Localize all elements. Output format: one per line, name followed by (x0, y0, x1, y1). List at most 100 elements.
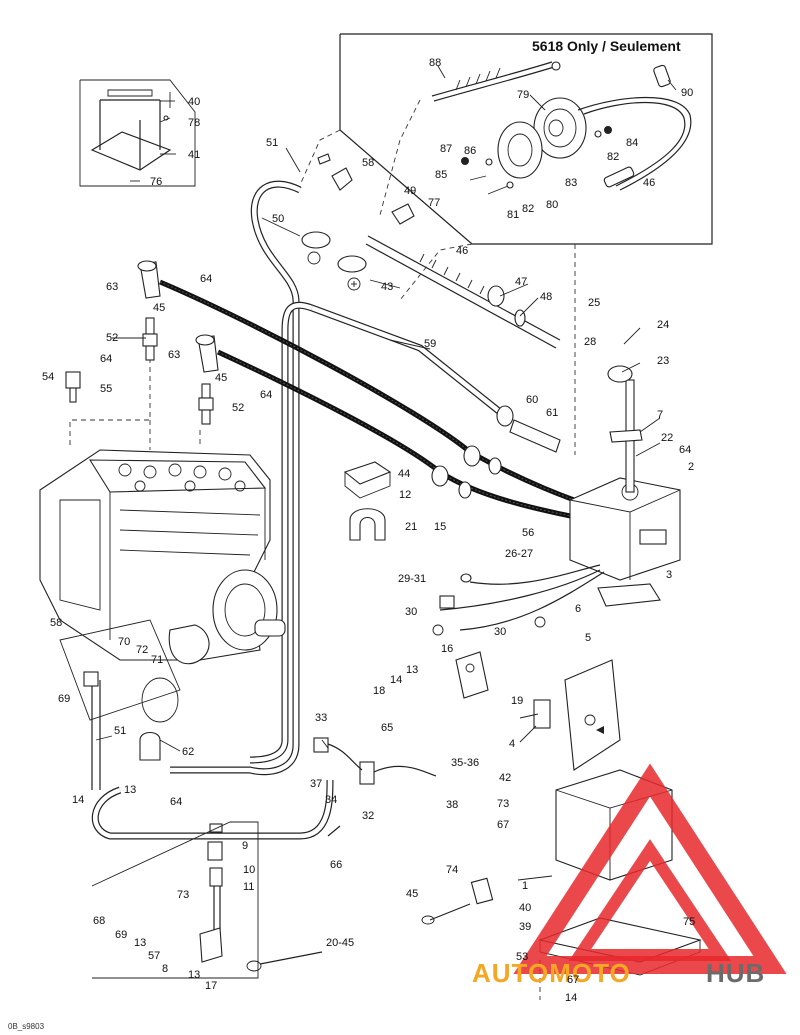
callout-82-upper: 82 (607, 151, 619, 163)
leader-inset-1 (299, 129, 341, 186)
callout-3: 3 (666, 569, 672, 581)
callout-79: 79 (517, 89, 529, 101)
callout-71: 71 (151, 654, 163, 666)
callout-30-a: 30 (405, 606, 417, 618)
callout-26-27: 26-27 (505, 548, 533, 560)
callout-62: 62 (182, 746, 194, 758)
callout-46-inset: 46 (643, 177, 655, 189)
callout-80: 80 (546, 199, 558, 211)
leader-inset-2 (399, 243, 473, 301)
callout-20-45: 20-45 (326, 937, 354, 949)
fittings-58-49 (317, 153, 415, 225)
callout-13-d: 13 (188, 969, 200, 981)
callout-39: 39 (519, 921, 531, 933)
callout-88: 88 (429, 57, 441, 69)
spark-plug-boot-lower (195, 334, 219, 373)
callout-42: 42 (499, 772, 511, 784)
callout-85: 85 (435, 169, 447, 181)
callout-52-lower: 52 (232, 402, 244, 414)
callout-84: 84 (626, 137, 638, 149)
spark-plug-upper (142, 317, 158, 361)
callout-2: 2 (688, 461, 694, 473)
callout-65: 65 (381, 722, 393, 734)
callout-14-c: 14 (565, 992, 577, 1004)
callout-57: 57 (148, 950, 160, 962)
callout-63-upper: 63 (106, 281, 118, 293)
callout-58-top: 58 (362, 157, 374, 169)
drive-shaft-46 (365, 235, 561, 349)
callout-43: 43 (381, 281, 393, 293)
callout-22: 22 (661, 432, 673, 444)
callout-8: 8 (162, 963, 168, 975)
callout-25: 25 (588, 297, 600, 309)
leader-plug-upper (69, 360, 151, 445)
callout-40-top: 40 (188, 96, 200, 108)
callout-82-lower: 82 (522, 203, 534, 215)
callout-44: 44 (398, 468, 410, 480)
callout-leaders (95, 65, 677, 881)
callout-90: 90 (681, 87, 693, 99)
callout-11: 11 (243, 881, 254, 893)
callout-67-a: 67 (497, 819, 509, 831)
callout-50: 50 (272, 213, 284, 225)
watermark-logo (513, 763, 787, 974)
callout-6: 6 (575, 603, 581, 615)
callout-32: 32 (362, 810, 374, 822)
connector-37-32 (313, 737, 437, 785)
callout-86: 86 (464, 145, 476, 157)
callout-60: 60 (526, 394, 538, 406)
callout-13-a: 13 (406, 664, 418, 676)
battery-holddown-5 (564, 659, 621, 771)
callout-81: 81 (507, 209, 519, 221)
shim-6 (597, 583, 661, 607)
voltage-regulator-16 (455, 651, 489, 699)
callout-74: 74 (446, 864, 458, 876)
callout-58-lower: 58 (50, 617, 62, 629)
drive-assembly-79 (497, 97, 587, 179)
callout-61: 61 (546, 407, 558, 419)
callout-47: 47 (515, 276, 527, 288)
cable-90-46 (577, 96, 692, 191)
callout-64-e: 64 (170, 796, 182, 808)
clamp-43 (337, 255, 367, 291)
fuse-box-frame (91, 821, 259, 979)
fuse-holder-9-11 (199, 823, 223, 963)
clamp-50 (301, 231, 331, 265)
callout-45-upper: 45 (153, 302, 165, 314)
callout-56: 56 (522, 527, 534, 539)
callout-59: 59 (424, 338, 436, 350)
exhaust-outlines (59, 619, 181, 790)
callout-77: 77 (428, 197, 440, 209)
callout-35-36: 35-36 (451, 757, 479, 769)
callout-72: 72 (136, 644, 148, 656)
callout-87: 87 (440, 143, 452, 155)
inset-hardware (461, 126, 612, 195)
callout-66: 66 (330, 859, 342, 871)
callout-73-a: 73 (497, 798, 509, 810)
callout-12: 12 (399, 489, 411, 501)
callout-52-upper: 52 (106, 332, 118, 344)
callout-64-b: 64 (100, 353, 112, 365)
callout-15: 15 (434, 521, 446, 533)
callout-34: 34 (325, 794, 337, 806)
callout-21: 21 (405, 521, 417, 533)
callout-69-a: 69 (58, 693, 70, 705)
callout-9: 9 (242, 840, 248, 852)
callout-51-lower: 51 (114, 725, 126, 737)
callout-54: 54 (42, 371, 54, 383)
watermark-text-b: HUB (706, 958, 765, 988)
callout-83: 83 (565, 177, 577, 189)
callout-14-b: 14 (72, 794, 84, 806)
callout-64-c: 64 (260, 389, 272, 401)
callout-49: 49 (404, 185, 416, 197)
callout-38: 38 (446, 799, 458, 811)
callout-76: 76 (150, 176, 162, 188)
bracket-44-12 (343, 461, 392, 541)
callout-23: 23 (657, 355, 669, 367)
ignition-module-2 (569, 365, 681, 581)
spark-plug-lower (198, 383, 214, 425)
battery-support-41 (90, 89, 172, 171)
callout-45-lower: 45 (215, 372, 227, 384)
tie-wraps (246, 825, 471, 972)
spark-plug-boot-upper (137, 260, 161, 299)
